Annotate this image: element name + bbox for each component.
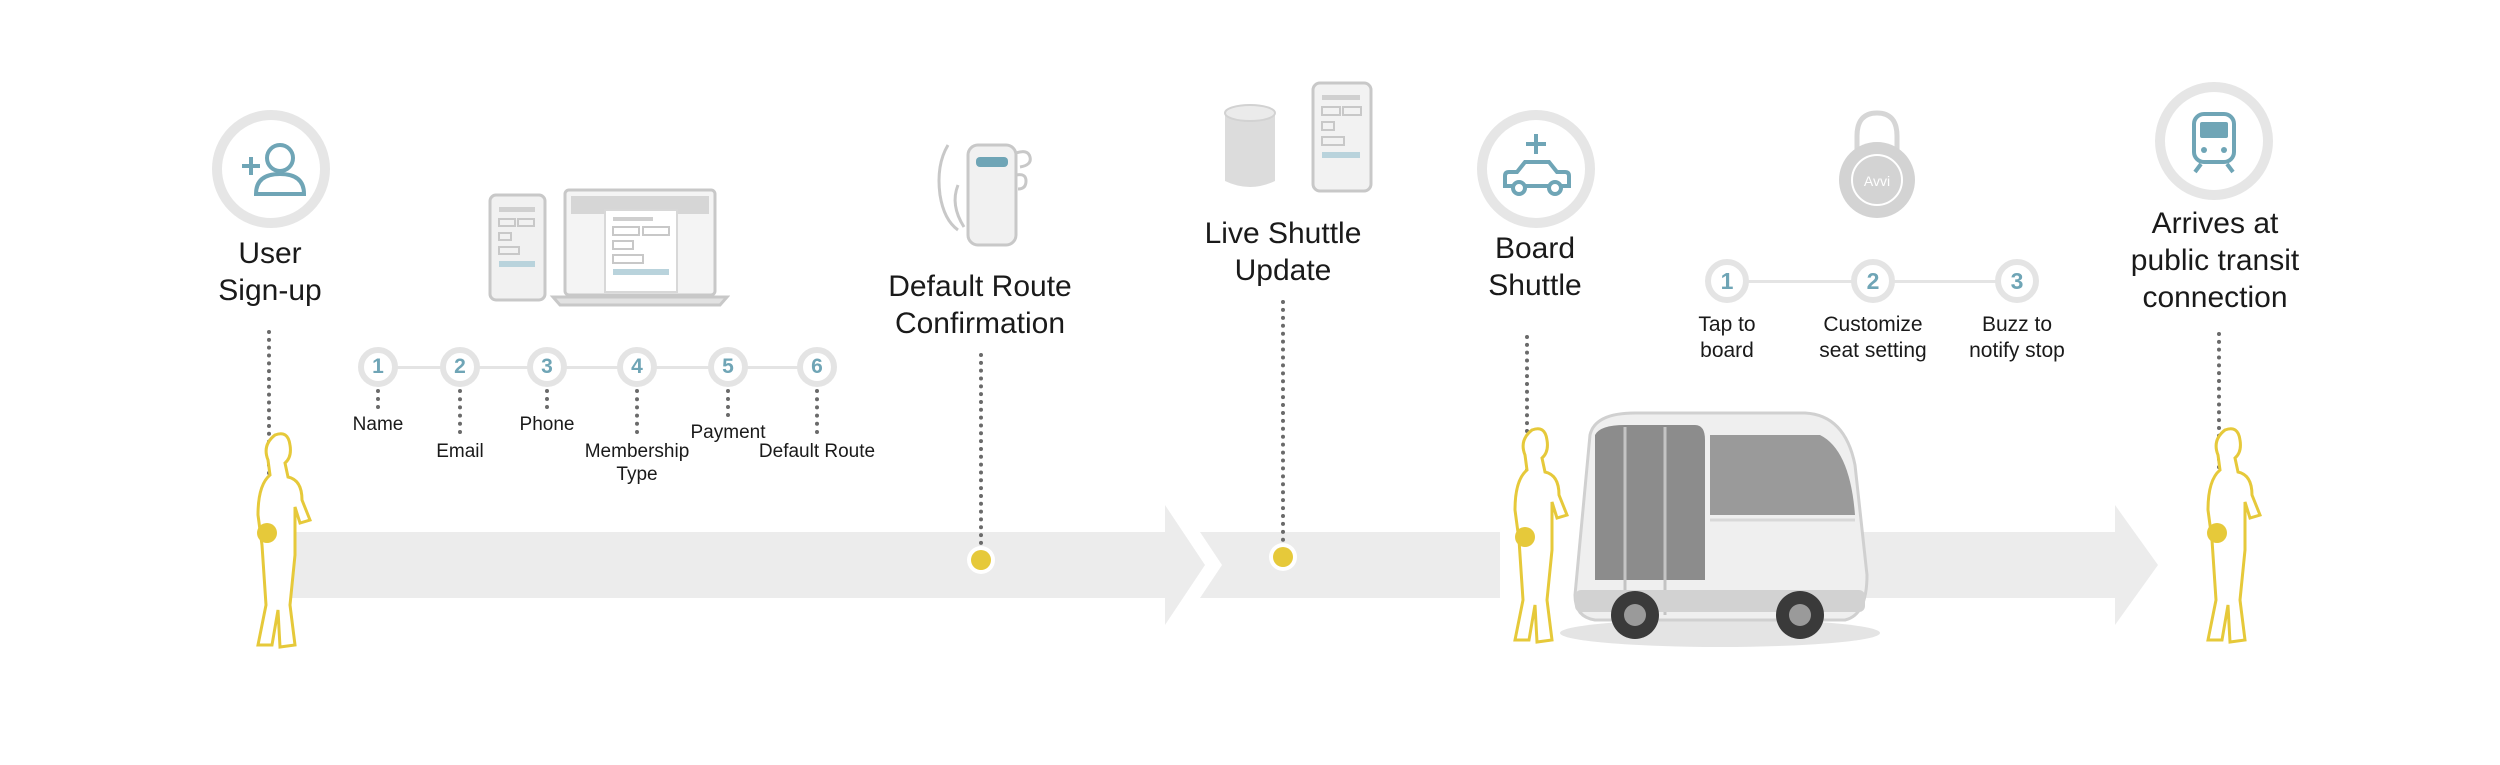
step-title-board: Board Shuttle bbox=[1488, 232, 1582, 302]
add-car-icon-circle bbox=[1477, 110, 1595, 228]
signup-step-label: Default Route bbox=[758, 441, 876, 462]
person-icon bbox=[1513, 427, 1570, 644]
arrive-connector bbox=[2217, 332, 2221, 532]
signup-step-label: Membership Type bbox=[584, 441, 690, 485]
signup-connector bbox=[267, 330, 271, 530]
signup-step-label: Name bbox=[352, 414, 404, 435]
train-icon-circle bbox=[2155, 82, 2273, 200]
live-connector bbox=[1281, 300, 1285, 550]
board-dot bbox=[1515, 527, 1535, 547]
step-title-signup: User Sign-up bbox=[218, 237, 322, 307]
signup-step-number: 4 bbox=[617, 347, 657, 387]
add-car-icon bbox=[1503, 134, 1571, 196]
devices-icon bbox=[488, 188, 730, 307]
board-step-number: 1 bbox=[1705, 259, 1749, 303]
signup-step-number: 2 bbox=[440, 347, 480, 387]
route-connector bbox=[979, 353, 983, 553]
signup-step-number: 3 bbox=[527, 347, 567, 387]
phone-in-hand-icon bbox=[937, 143, 1032, 247]
timeline-arrow-2 bbox=[1200, 532, 1500, 598]
board-step-number: 2 bbox=[1851, 259, 1895, 303]
step-title-route: Default Route Confirmation bbox=[888, 270, 1072, 340]
add-user-icon-circle bbox=[212, 110, 330, 228]
live-dot bbox=[1273, 547, 1293, 567]
timeline-arrow-3 bbox=[1860, 505, 2158, 625]
signup-step-label: Payment bbox=[690, 422, 766, 443]
signup-step-connector bbox=[458, 389, 462, 434]
timeline-arrow-1 bbox=[270, 505, 1205, 625]
person-icon bbox=[256, 432, 313, 649]
signup-step-number: 1 bbox=[358, 347, 398, 387]
step-title-arrive: Arrives at public transit connection bbox=[2130, 207, 2300, 314]
arrive-dot bbox=[2207, 523, 2227, 543]
signup-step-connector bbox=[815, 389, 819, 434]
signup-dot bbox=[257, 523, 277, 543]
signup-step-connector bbox=[545, 389, 549, 409]
key-fob-icon: Avvi bbox=[1839, 110, 1915, 218]
signup-step-number: 5 bbox=[708, 347, 748, 387]
signup-step-label: Phone bbox=[519, 414, 575, 435]
signup-steps-line bbox=[378, 366, 818, 369]
shuttle-bus-icon bbox=[1560, 411, 1880, 647]
signup-step-number: 6 bbox=[797, 347, 837, 387]
train-icon bbox=[2192, 112, 2236, 174]
signup-step-label: Email bbox=[436, 441, 484, 462]
board-step-number: 3 bbox=[1995, 259, 2039, 303]
signup-step-connector bbox=[635, 389, 639, 434]
board-step-label: Tap to board bbox=[1698, 313, 1756, 362]
step-title-live: Live Shuttle Update bbox=[1204, 217, 1362, 287]
board-step-label: Customize seat setting bbox=[1819, 313, 1927, 362]
signup-step-connector bbox=[376, 389, 380, 409]
person-icon bbox=[2206, 427, 2263, 644]
add-user-icon bbox=[242, 143, 307, 196]
cup-and-phone-icon bbox=[1224, 81, 1373, 193]
route-dot bbox=[971, 550, 991, 570]
fob-text: Avvi bbox=[1864, 173, 1890, 189]
board-step-label: Buzz to notify stop bbox=[1969, 313, 2065, 362]
signup-step-connector bbox=[726, 389, 730, 417]
